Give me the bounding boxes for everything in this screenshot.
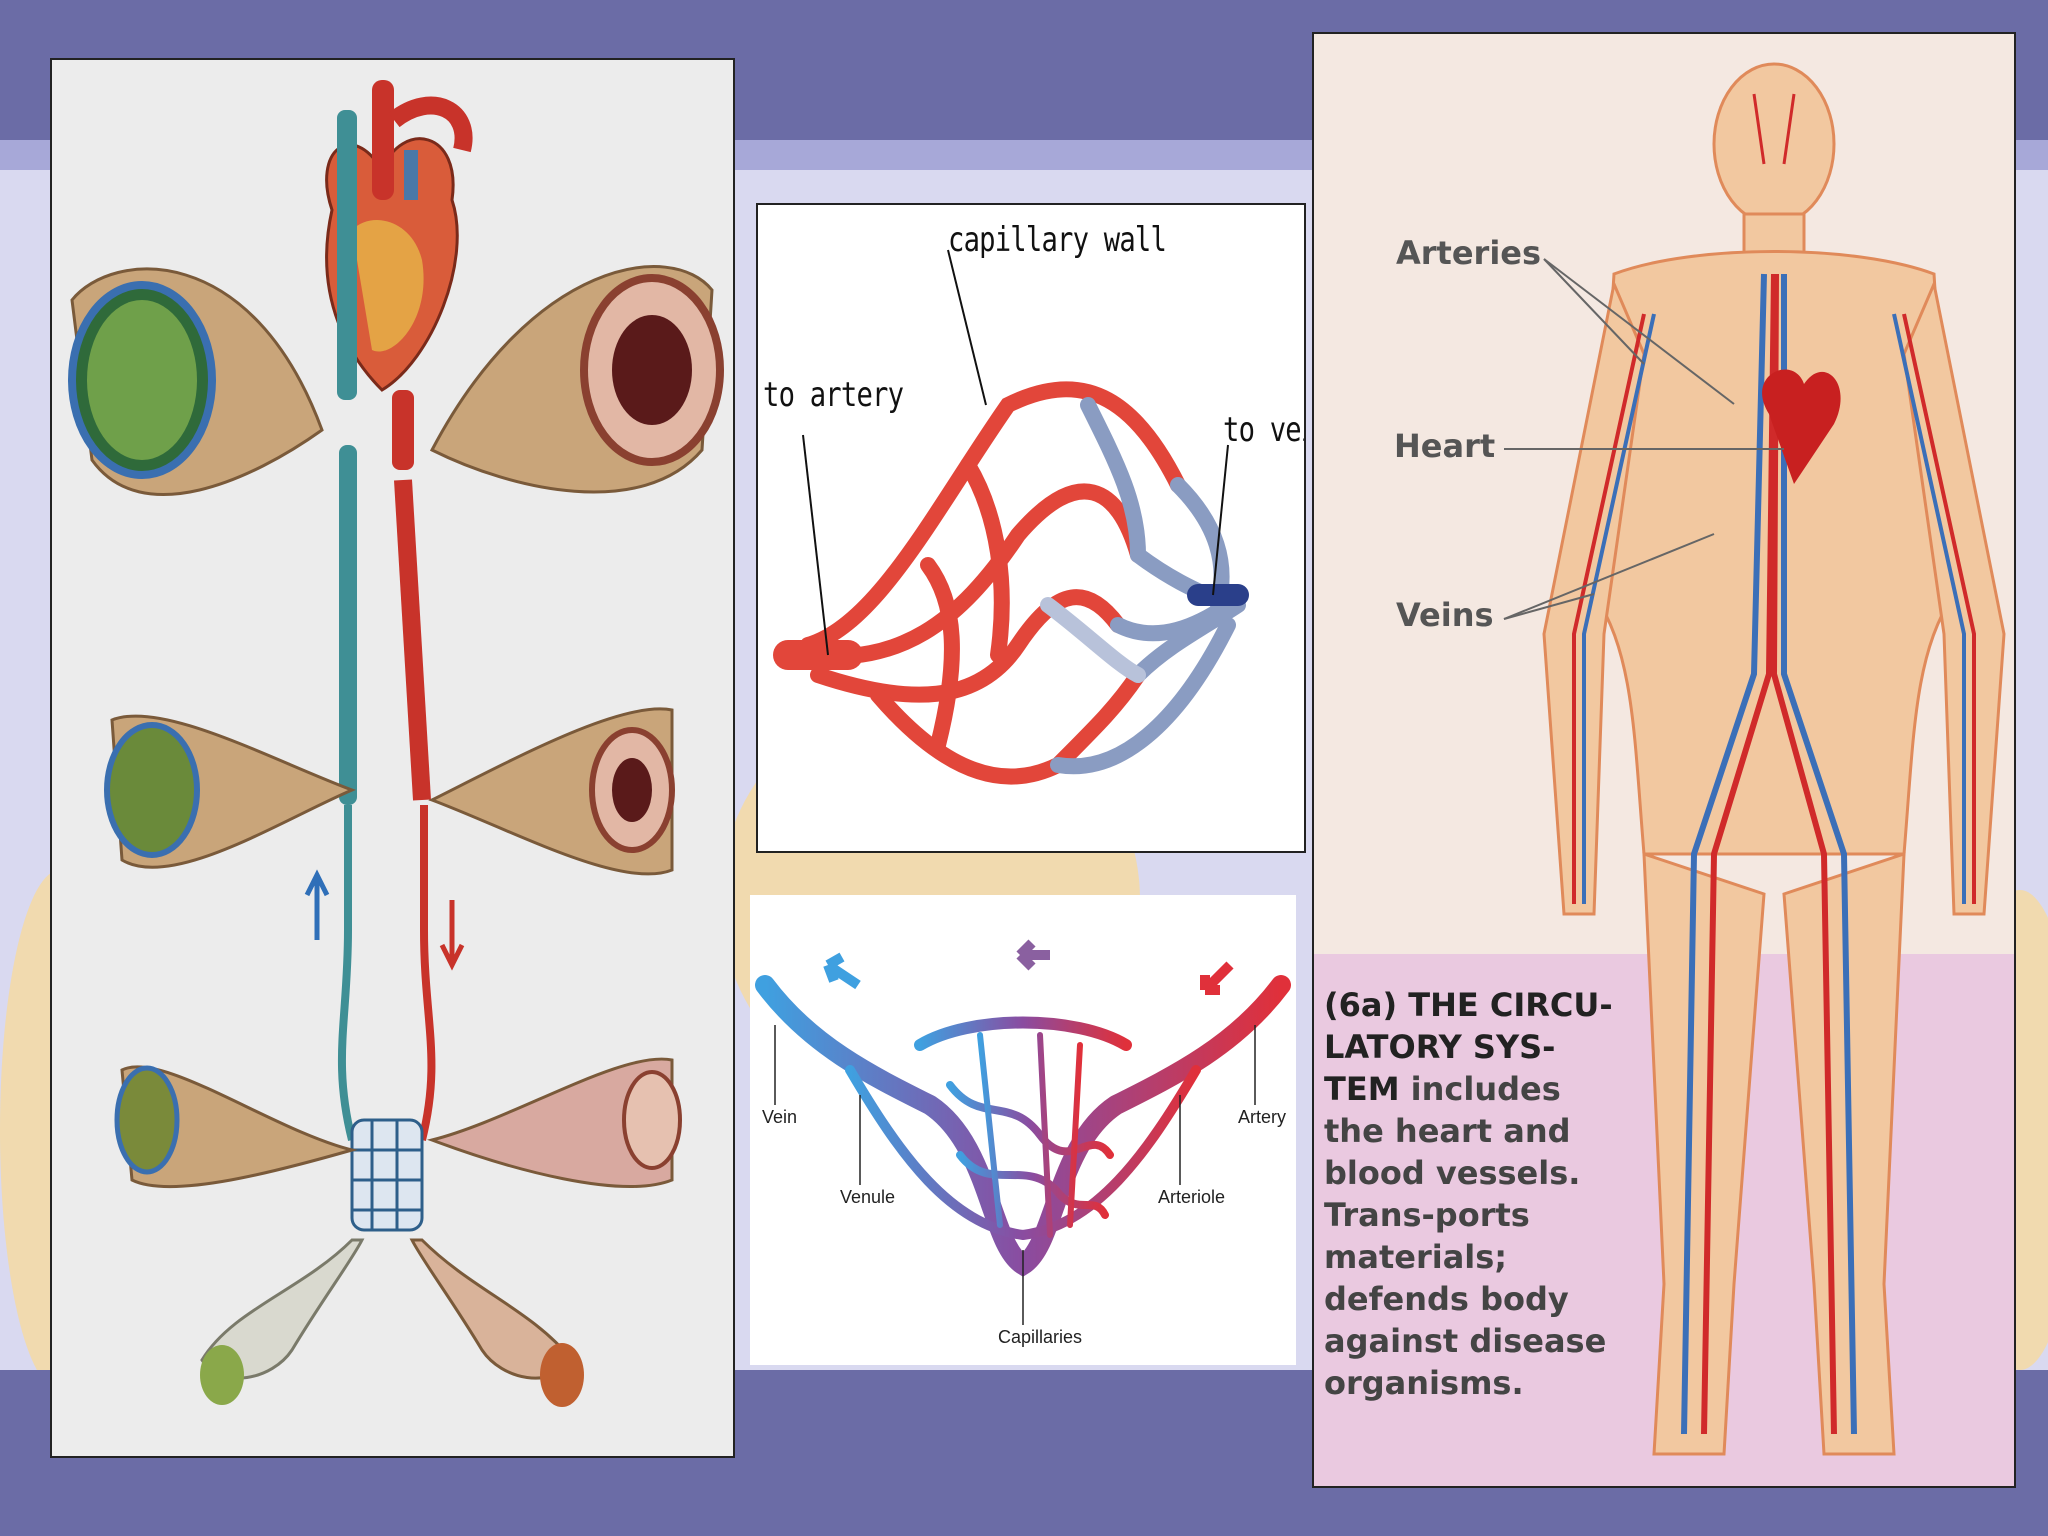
- blood-vessels: [1572, 93, 1976, 1435]
- to-vein-label: to vein: [1223, 410, 1304, 450]
- small-artery-branch: [409, 1238, 584, 1407]
- vessel-structure-illustration: [50, 58, 735, 1458]
- capillary-bed-vessels: [755, 975, 1291, 1277]
- capillaries-label: Capillaries: [998, 1327, 1083, 1347]
- artery-label: Artery: [1238, 1107, 1287, 1127]
- circulatory-system-figure: Arteries Heart Veins (6a) THE CIRCU-LATO…: [1312, 32, 2016, 1488]
- figure-caption: (6a) THE CIRCU-LATORY SYS-TEM includes t…: [1324, 984, 1624, 1404]
- capillary-flow-arrow: [1016, 939, 1050, 971]
- body-label-pointers: [1503, 258, 1784, 620]
- vein-cross-section-medium: [104, 714, 357, 869]
- small-vein-branch: [200, 1238, 365, 1405]
- capillary-bed-diagram: Vein Venule Capillaries Arteriole Artery: [750, 895, 1296, 1365]
- caption-body: includes the heart and blood vessels. Tr…: [1324, 1070, 1607, 1402]
- venule-label: Venule: [840, 1187, 896, 1207]
- vein-cross-section-large: [68, 267, 324, 496]
- arteries-label: Arteries: [1396, 234, 1542, 272]
- capillary-mesh: [773, 381, 1249, 785]
- arteriole-label: Arteriole: [1158, 1187, 1226, 1207]
- capillary-wall-label: capillary wall: [948, 220, 1167, 260]
- artery-vessel: [392, 390, 436, 1141]
- artery-flow-arrow: [1200, 961, 1234, 995]
- venule-cross-section: [114, 1065, 358, 1189]
- heart-icon: [1762, 369, 1841, 484]
- artery-flow-arrow: [439, 900, 465, 971]
- to-artery-label: to artery: [763, 375, 904, 415]
- capillary-wall-diagram: capillary wall to artery to vein: [756, 203, 1306, 853]
- capillary-network: [350, 1118, 424, 1232]
- veins-label: Veins: [1396, 596, 1494, 634]
- artery-cross-section-medium: [428, 707, 675, 876]
- heart-label: Heart: [1394, 427, 1496, 465]
- vein-vessel: [337, 110, 357, 1141]
- arteriole-cross-section: [426, 1057, 682, 1188]
- vein-label: Vein: [762, 1107, 798, 1127]
- caption-heading: (6a) THE CIRCU-LATORY SYS-TEM: [1324, 986, 1613, 1108]
- label-pointer-lines: [802, 249, 1229, 656]
- vein-flow-arrow: [304, 869, 330, 940]
- artery-cross-section-large: [429, 265, 724, 494]
- label-pointer-lines: [774, 1025, 1256, 1325]
- vein-flow-arrow: [823, 952, 861, 990]
